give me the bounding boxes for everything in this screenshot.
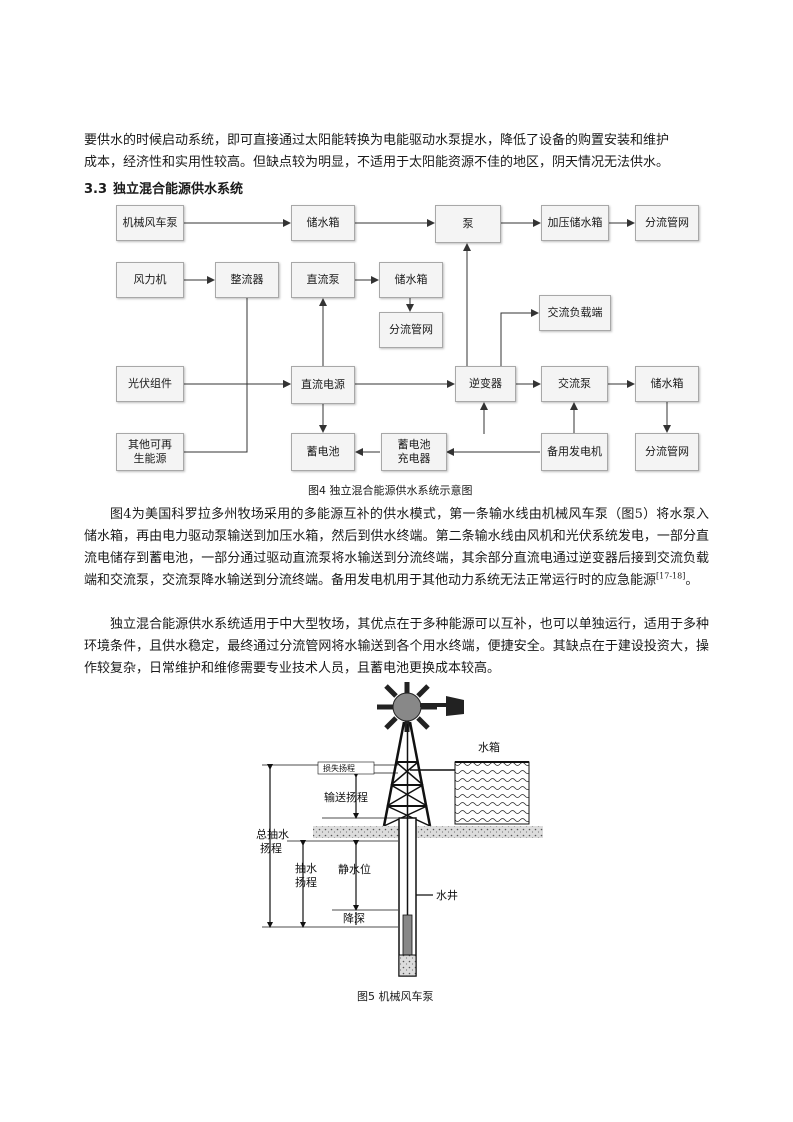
citation-ref: [17-18]: [656, 571, 686, 581]
box-battery: 蓄电池: [291, 433, 355, 471]
paragraph-2-text: 独立混合能源供水系统适用于中大型牧场，其优点在于多种能源可以互补，也可以单独运行…: [84, 617, 709, 676]
box-mech-windmill-pump: 机械风车泵: [116, 205, 184, 241]
label-total-head-1: 总抽水: [256, 827, 289, 841]
box-wind-turbine: 风力机: [116, 262, 184, 298]
intro-line-2: 成本，经济性和实用性较高。但缺点较为明显，不适用于太阳能资源不佳的地区，阴天情况…: [84, 155, 670, 170]
water-well: [398, 724, 417, 977]
box-dc-power: 直流电源: [291, 366, 355, 404]
box-pipe-network-right: 分流管网: [635, 433, 699, 471]
paragraph-1-end: 。: [685, 573, 699, 588]
label-delivery-head: 输送扬程: [324, 790, 368, 804]
box-inverter: 逆变器: [455, 366, 516, 402]
arrow-inverter-to-acload: [500, 309, 539, 366]
figure-4-caption: 图4 独立混合能源供水系统示意图: [308, 484, 473, 497]
box-storage-tank-top: 储水箱: [291, 205, 355, 241]
box-dc-pump: 直流泵: [291, 262, 355, 298]
paragraph-fig4-description: 图4为美国科罗拉多州牧场采用的多能源互补的供水模式，第一条输水线由机械风车泵（图…: [84, 504, 709, 592]
label-pump-head-1: 抽水: [295, 861, 317, 875]
charger-label-line-1: 蓄电池: [397, 438, 431, 451]
box-rectifier: 整流器: [215, 262, 279, 298]
intro-paragraph: 要供水的时候启动系统，即可直接通过太阳能转换为电能驱动水泵提水，降低了设备的购置…: [84, 130, 709, 174]
loss-head-box: [317, 761, 375, 775]
level-lines: [262, 764, 398, 928]
intro-line-1: 要供水的时候启动系统，即可直接通过太阳能转换为电能驱动水泵提水，降低了设备的购置…: [84, 133, 670, 148]
box-pressure-tank: 加压储水箱: [541, 205, 609, 241]
box-ac-load: 交流负载端: [539, 295, 611, 331]
label-well: 水井: [436, 888, 458, 902]
label-total-head-2: 扬程: [260, 841, 282, 855]
ground-surface: [313, 826, 543, 838]
line-other-to-bus: [184, 384, 248, 453]
box-pipe-network-top: 分流管网: [635, 205, 699, 241]
paragraph-pros-cons: 独立混合能源供水系统适用于中大型牧场，其优点在于多种能源可以互补，也可以单独运行…: [84, 614, 709, 680]
box-storage-tank-right: 储水箱: [635, 366, 699, 402]
label-drawdown: 降深: [343, 911, 365, 925]
label-loss-head: 损失扬程: [323, 763, 355, 773]
box-storage-tank-mid: 储水箱: [379, 262, 443, 298]
section-number: 3.3: [84, 182, 108, 197]
windmill-tower: [382, 721, 432, 827]
label-static-water-level: 静水位: [338, 862, 371, 876]
box-pipe-network-mid: 分流管网: [379, 312, 443, 348]
box-battery-charger: 蓄电池 充电器: [381, 433, 447, 471]
box-pv-module: 光伏组件: [116, 366, 184, 402]
box-backup-generator: 备用发电机: [541, 433, 608, 471]
label-water-tank: 水箱: [478, 740, 500, 754]
dimension-lines: [267, 764, 433, 928]
section-title: 独立混合能源供水系统: [113, 182, 244, 197]
windmill-rotor: [377, 682, 464, 732]
paragraph-1-text: 图4为美国科罗拉多州牧场采用的多能源互补的供水模式，第一条输水线由机械风车泵（图…: [84, 507, 709, 588]
box-pump: 泵: [435, 205, 501, 243]
section-heading: 3.3 独立混合能源供水系统: [84, 178, 243, 197]
label-pump-head-2: 扬程: [295, 875, 317, 889]
box-ac-pump: 交流泵: [541, 366, 608, 402]
figure-5-caption: 图5 机械风车泵: [357, 990, 434, 1003]
charger-label-line-2: 充电器: [397, 452, 431, 465]
box-other-renewables: 其他可再生能源: [116, 433, 184, 471]
water-tank: [454, 761, 530, 825]
